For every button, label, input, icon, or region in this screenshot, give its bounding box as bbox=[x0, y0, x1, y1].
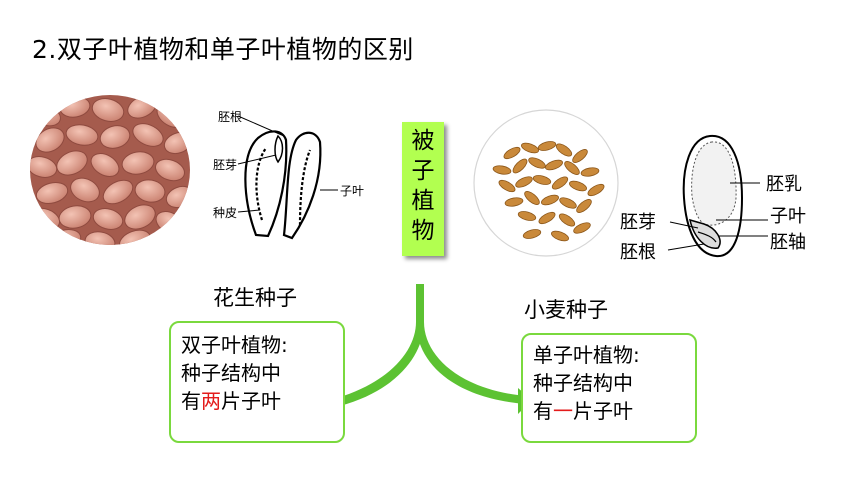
dicot-line-2: 种子结构中 bbox=[181, 361, 281, 385]
label-wheat-embryo-root: 胚根 bbox=[620, 242, 656, 263]
peanut-seed-diagram: 胚根 胚芽 种皮 子叶 bbox=[188, 100, 403, 250]
angiosperm-char-1: 被 bbox=[411, 128, 435, 154]
dicot-line-3-post: 片子叶 bbox=[221, 389, 281, 413]
angiosperm-char-2: 子 bbox=[411, 158, 435, 184]
slide-title: 2.双子叶植物和单子叶植物的区别 bbox=[32, 35, 414, 64]
monocot-line-2: 种子结构中 bbox=[533, 371, 633, 395]
monocot-info-box: 单子叶植物: 种子结构中 有一片子叶 bbox=[521, 333, 697, 443]
wheat-seed-diagram: 胚乳 子叶 胚轴 胚芽 胚根 bbox=[612, 128, 842, 263]
monocot-highlight: 一 bbox=[553, 399, 573, 423]
label-wheat-embryo-bud: 胚芽 bbox=[620, 212, 656, 233]
monocot-line-3-pre: 有 bbox=[533, 399, 553, 423]
monocot-line-1: 单子叶植物: bbox=[533, 343, 640, 367]
monocot-line-3: 有一片子叶 bbox=[533, 397, 685, 425]
label-embryo-axis: 胚轴 bbox=[770, 232, 806, 253]
dicot-line-3-pre: 有 bbox=[181, 389, 201, 413]
label-seed-coat: 种皮 bbox=[213, 206, 238, 220]
peanut-caption: 花生种子 bbox=[213, 286, 297, 310]
dicot-info-box: 双子叶植物: 种子结构中 有两片子叶 bbox=[169, 321, 345, 443]
wheat-caption: 小麦种子 bbox=[524, 298, 608, 322]
label-cotyledon: 子叶 bbox=[340, 184, 365, 198]
monocot-line-3-post: 片子叶 bbox=[573, 399, 633, 423]
peanut-seeds-photo bbox=[30, 95, 190, 245]
label-embryo-bud: 胚芽 bbox=[213, 158, 238, 172]
dicot-line-3: 有两片子叶 bbox=[181, 387, 333, 415]
angiosperm-char-3: 植 bbox=[411, 188, 435, 214]
dicot-highlight: 两 bbox=[201, 389, 221, 413]
dicot-line-1: 双子叶植物: bbox=[181, 333, 288, 357]
label-endosperm: 胚乳 bbox=[766, 174, 802, 195]
label-embryo-root: 胚根 bbox=[218, 110, 243, 124]
angiosperm-char-4: 物 bbox=[411, 218, 435, 244]
angiosperm-box: 被 子 植 物 bbox=[402, 122, 444, 256]
branch-arrows bbox=[322, 284, 532, 414]
label-wheat-cotyledon: 子叶 bbox=[770, 206, 806, 227]
wheat-seeds-photo bbox=[473, 109, 619, 257]
